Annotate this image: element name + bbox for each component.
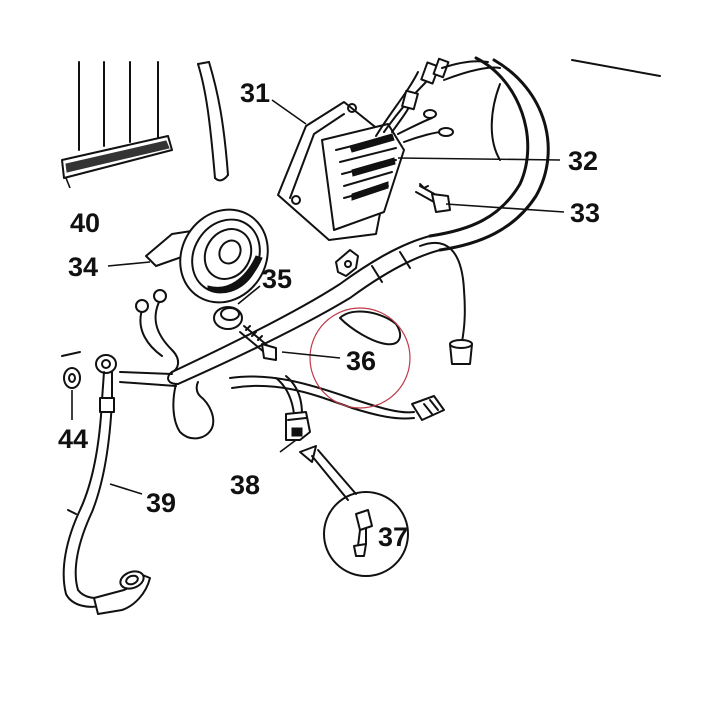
callout-38: 38 [230,470,260,500]
part-33-bolt [415,183,451,213]
frame-edge [571,59,661,77]
callout-44: 44 [58,424,88,454]
part-38-connector [285,411,311,441]
part-35-spacer [213,306,243,330]
part-31-regulator [277,101,405,241]
left-harness [135,289,215,440]
callout-39: 39 [146,488,176,518]
callout-35: 35 [262,264,292,294]
part-34-rotor [145,208,269,304]
main-cable-bundle [167,56,550,385]
part-39-cable [62,354,151,615]
callout-32: 32 [568,146,598,176]
callout-31: 31 [240,78,270,108]
part-44-washer [61,351,81,420]
leader-lines [65,99,565,495]
callout-33: 33 [570,198,600,228]
regulator-wires [375,57,501,143]
callout-36: 36 [346,346,376,376]
small-clip [335,249,359,277]
right-harness [119,371,445,421]
hose-top [197,61,229,182]
part-40-grille [61,61,173,179]
part-36-bolt [239,325,277,361]
arrow-to-38 [299,445,357,501]
callout-40: 40 [70,208,100,238]
highlight-circle [309,307,411,409]
callout-37: 37 [378,522,408,552]
part-37-detail [323,491,409,577]
callout-34: 34 [68,252,98,282]
